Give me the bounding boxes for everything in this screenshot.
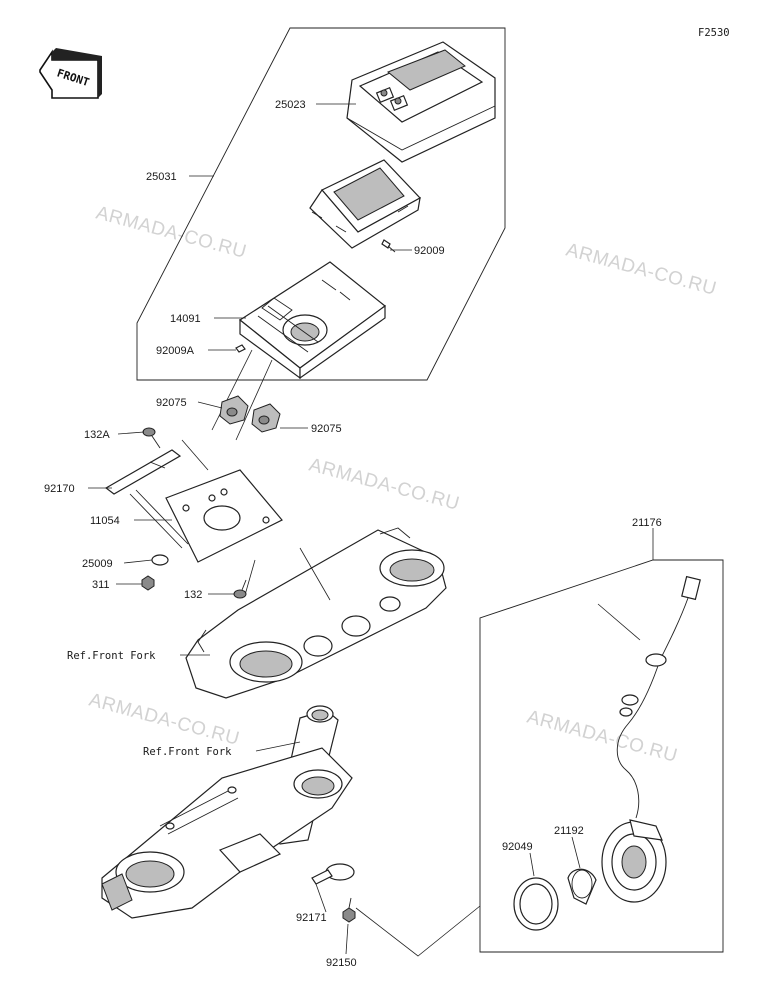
watermark-3: ARMADA-CO.RU [307,455,462,515]
front-arrow-icon: FRONT [39,48,102,99]
label-ref-front-fork-upper: Ref.Front Fork [67,650,156,662]
label-clamp: 92171 [296,912,327,924]
label-bolt: 132 [184,589,202,601]
speed-sensor [601,575,701,903]
upper-triple-clamp [185,527,447,699]
sensor-seal [513,877,559,931]
grommet-left [219,395,249,425]
bracket [129,469,283,563]
bolt-132 [233,579,247,599]
meter-assembly-outline [136,27,506,381]
label-sensor-seal: 92049 [502,841,533,853]
fork-center-line [299,547,331,601]
lower-triple-clamp [101,705,353,919]
watermark-5: ARMADA-CO.RU [525,707,680,767]
watermark-4: ARMADA-CO.RU [87,690,242,750]
sensor-cover [567,868,597,905]
label-meter-cover: 25023 [275,99,306,111]
meter-case [238,261,386,380]
washer [151,554,169,566]
watermark-group: ARMADA-CO.RU ARMADA-CO.RU ARMADA-CO.RU A… [87,203,719,767]
label-speed-sensor: 21176 [632,517,662,529]
part-labels: 25023 25031 92009 14091 92009A 92075 920… [44,99,662,969]
label-bolt-clamp: 92150 [326,957,357,969]
label-bracket: 11054 [90,515,120,527]
label-grommet-left: 92075 [156,397,187,409]
leader-lines [88,103,654,955]
label-meter-assy: 25031 [146,171,177,183]
grommet-right [251,403,281,433]
label-bolt-a: 132A [84,429,110,441]
speed-sensor-outline [479,559,724,953]
ref-fork-lower-line [255,741,301,752]
watermark-1: ARMADA-CO.RU [94,203,249,263]
label-meter-case: 14091 [170,313,201,325]
harness-route-line [597,603,641,641]
screw-92009a [235,344,246,353]
label-grommet-right: 92075 [311,423,342,435]
clamp [311,863,355,885]
label-ref-front-fork-lower: Ref.Front Fork [143,746,232,758]
label-screw-small: 92009 [414,245,445,257]
label-sensor-cover: 21192 [554,825,584,837]
meter-cover [346,41,496,163]
screw-92009 [381,239,396,253]
watermark-2: ARMADA-CO.RU [564,240,719,300]
label-nut: 311 [92,579,110,591]
diagram-code: F2530 [698,27,730,39]
bolt-92150 [342,897,356,923]
meter-unit [309,159,421,249]
mounting-lines [181,349,273,596]
nut [141,575,155,591]
clamp-route-line [355,905,481,957]
label-screw-a: 92009A [156,345,195,357]
label-washer: 25009 [82,558,113,570]
band [104,449,182,495]
bolt-132a [142,427,161,449]
label-band: 92170 [44,483,75,495]
